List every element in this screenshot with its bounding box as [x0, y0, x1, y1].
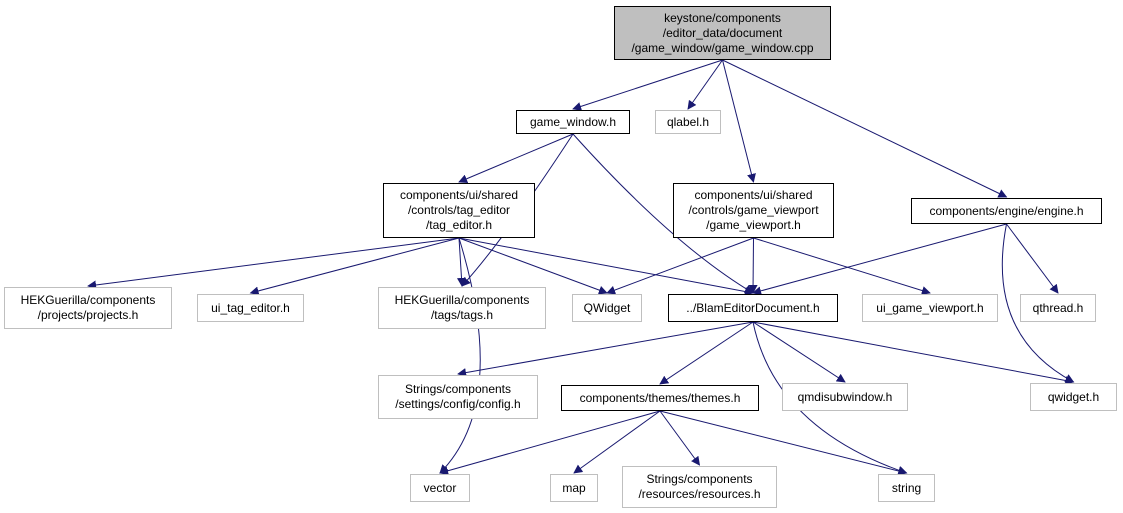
- edge-blam-doc-h-to-qmdisubwindow-h: [752, 321, 846, 383]
- edge-engine-h-to-qwidget-h: [1001, 223, 1075, 383]
- node-themes-h[interactable]: components/themes/themes.h: [561, 385, 759, 411]
- node-map: map: [550, 474, 598, 502]
- node-qwidget-h: qwidget.h: [1030, 383, 1117, 411]
- edge-root-to-game-viewport-h: [722, 59, 756, 183]
- node-engine-h[interactable]: components/engine/engine.h: [911, 198, 1102, 224]
- node-game-window-h[interactable]: game_window.h: [516, 110, 630, 134]
- node-resources-h: Strings/components /resources/resources.…: [622, 466, 777, 508]
- node-string: string: [878, 474, 935, 502]
- node-qthread-h: qthread.h: [1020, 294, 1096, 322]
- node-vector: vector: [410, 474, 470, 502]
- node-hek-tags-h: HEKGuerilla/components /tags/tags.h: [378, 287, 546, 329]
- edge-themes-h-to-resources-h: [659, 410, 701, 466]
- edge-themes-h-to-string: [659, 410, 908, 476]
- edge-game-window-h-to-blam-doc-h: [572, 133, 754, 294]
- edge-themes-h-to-map: [573, 410, 661, 474]
- edge-root-to-engine-h: [722, 59, 1008, 198]
- edge-tag-editor-h-to-ui-tag-editor-h: [249, 237, 460, 296]
- node-ui-tag-editor-h: ui_tag_editor.h: [197, 294, 304, 322]
- edge-blam-doc-h-to-config-h: [457, 321, 754, 378]
- edge-engine-h-to-qthread-h: [1006, 223, 1059, 294]
- edge-game-viewport-h-to-ui-game-viewport-h: [753, 237, 931, 295]
- node-qmdisubwindow-h: qmdisubwindow.h: [782, 383, 908, 411]
- node-config-h: Strings/components /settings/config/conf…: [378, 375, 538, 419]
- edge-tag-editor-h-to-hek-tags-h: [457, 237, 466, 287]
- node-hek-projects-h: HEKGuerilla/components /projects/project…: [4, 287, 172, 329]
- node-qlabel-h: qlabel.h: [655, 110, 721, 134]
- node-ui-game-viewport-h: ui_game_viewport.h: [862, 294, 998, 322]
- node-game-window-cpp: keystone/components /editor_data/documen…: [614, 6, 831, 60]
- node-blam-editor-document-h[interactable]: ../BlamEditorDocument.h: [668, 294, 838, 322]
- edge-blam-doc-h-to-qwidget-h: [752, 321, 1075, 385]
- edge-root-to-game-window-h: [572, 59, 723, 111]
- edge-tag-editor-h-to-hek-projects-h: [87, 237, 460, 290]
- edge-engine-h-to-blam-doc-h: [752, 223, 1007, 296]
- edge-blam-doc-h-to-themes-h: [659, 321, 754, 385]
- edge-game-viewport-h-to-blam-doc-h: [748, 237, 758, 294]
- edge-game-viewport-h-to-qwidget-cap: [606, 237, 754, 295]
- edge-game-window-h-to-tag-editor-h: [458, 133, 574, 184]
- edge-themes-h-to-vector: [439, 410, 661, 476]
- edge-tag-editor-h-to-qwidget-cap: [458, 237, 608, 295]
- edge-blam-doc-h-to-string: [752, 321, 908, 475]
- edge-root-to-qlabel-h: [687, 59, 723, 110]
- edge-tag-editor-h-to-blam-doc-h: [458, 237, 754, 296]
- edge-tag-editor-h-to-vector: [439, 237, 481, 474]
- node-game-viewport-h[interactable]: components/ui/shared /controls/game_view…: [673, 183, 834, 238]
- node-tag-editor-h[interactable]: components/ui/shared /controls/tag_edito…: [383, 183, 535, 238]
- node-qwidget-class: QWidget: [572, 294, 642, 322]
